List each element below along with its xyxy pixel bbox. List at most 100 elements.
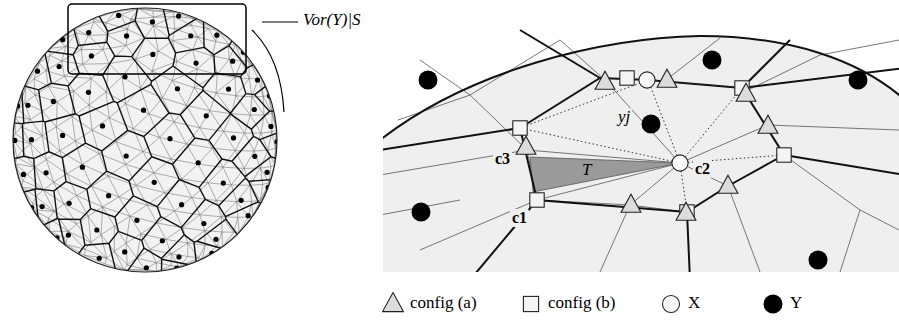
square-marker bbox=[523, 296, 538, 311]
site-dot bbox=[35, 69, 40, 74]
site-dot bbox=[44, 170, 49, 175]
mesh-line bbox=[820, 40, 899, 55]
square-marker bbox=[513, 121, 527, 135]
triangle-marker bbox=[657, 69, 677, 87]
mesh-line bbox=[680, 125, 768, 163]
site-dot bbox=[246, 213, 251, 218]
legend-swatch bbox=[762, 292, 784, 314]
triangle-marker bbox=[736, 83, 756, 101]
y-point bbox=[642, 115, 661, 134]
mesh-line bbox=[420, 200, 537, 250]
site-dot bbox=[97, 256, 102, 261]
y-point bbox=[419, 71, 438, 90]
voronoi-edge bbox=[470, 200, 537, 272]
site-dot bbox=[67, 201, 72, 206]
site-dot bbox=[176, 254, 181, 259]
site-dot bbox=[213, 237, 218, 242]
mesh-line bbox=[470, 40, 560, 95]
markers bbox=[412, 51, 868, 270]
sphere bbox=[8, 3, 298, 277]
site-dot bbox=[204, 113, 209, 118]
site-dot bbox=[252, 107, 257, 112]
triangle-marker bbox=[383, 293, 404, 312]
voronoi-edge bbox=[383, 128, 520, 150]
site-dot bbox=[230, 59, 235, 64]
site-dot bbox=[106, 193, 111, 198]
y-point bbox=[764, 295, 783, 314]
site-dot bbox=[167, 136, 172, 141]
site-dot bbox=[196, 160, 201, 165]
shaded-triangle bbox=[530, 157, 680, 192]
legend-item: config (a) bbox=[382, 292, 477, 314]
legend-item: config (b) bbox=[520, 292, 616, 314]
legend-text: config (b) bbox=[548, 293, 616, 313]
mesh-line bbox=[398, 95, 470, 120]
site-dot bbox=[268, 124, 273, 129]
site-dot bbox=[122, 74, 127, 79]
triangle-marker bbox=[595, 71, 615, 89]
site-dot bbox=[144, 265, 149, 270]
triangle-marker bbox=[758, 115, 778, 133]
legend-text: config (a) bbox=[410, 293, 477, 313]
site-dot bbox=[188, 33, 193, 38]
mesh-line bbox=[728, 186, 760, 272]
site-dot bbox=[51, 99, 56, 104]
site-dot bbox=[25, 103, 30, 108]
site-dot bbox=[86, 90, 91, 95]
mesh-line bbox=[784, 155, 860, 210]
triangle-marker bbox=[676, 202, 696, 220]
legend-text: Y bbox=[790, 293, 802, 313]
dotted-line bbox=[520, 80, 648, 128]
legend-swatch bbox=[660, 292, 682, 314]
site-dot bbox=[255, 77, 260, 82]
legend-swatch bbox=[520, 292, 542, 314]
site-dot bbox=[100, 123, 105, 128]
site-dot bbox=[122, 249, 127, 254]
mesh-line bbox=[840, 210, 860, 272]
square-marker bbox=[777, 148, 791, 162]
point-label: c2 bbox=[693, 160, 712, 178]
site-dot bbox=[221, 180, 226, 185]
y-point bbox=[849, 71, 868, 90]
site-dot bbox=[214, 33, 219, 38]
region-label: Vor(Y)|S bbox=[303, 11, 361, 30]
mesh-line bbox=[600, 205, 630, 272]
zoom-view bbox=[383, 30, 899, 272]
legend-item: X bbox=[660, 292, 700, 314]
x-point bbox=[662, 295, 679, 312]
point-label: T bbox=[582, 161, 591, 180]
y-point bbox=[809, 251, 828, 270]
site-dot bbox=[57, 64, 62, 69]
triangle-marker bbox=[621, 194, 641, 212]
dotted-line bbox=[520, 128, 680, 163]
site-dot bbox=[193, 61, 198, 66]
site-dot bbox=[60, 133, 65, 138]
site-dot bbox=[264, 170, 269, 175]
site-dot bbox=[150, 19, 155, 24]
y-point bbox=[412, 203, 431, 222]
site-dot bbox=[201, 221, 206, 226]
site-dot bbox=[21, 172, 26, 177]
site-dot bbox=[94, 227, 99, 232]
point-label: c3 bbox=[493, 150, 512, 168]
site-dot bbox=[179, 202, 184, 207]
legend-item: Y bbox=[762, 292, 802, 314]
leader-line bbox=[262, 22, 298, 23]
site-dot bbox=[134, 218, 139, 223]
bracket-arc bbox=[252, 30, 284, 112]
site-dot bbox=[116, 13, 121, 18]
point-label: yj bbox=[616, 108, 632, 127]
site-dot bbox=[226, 87, 231, 92]
site-dot bbox=[89, 53, 94, 58]
site-dot bbox=[150, 52, 155, 57]
site-dot bbox=[80, 165, 85, 170]
legend-swatch bbox=[382, 292, 404, 314]
site-dot bbox=[160, 238, 165, 243]
voronoi-lines bbox=[8, 3, 282, 277]
site-dot bbox=[152, 180, 157, 185]
site-dot bbox=[124, 33, 129, 38]
mesh-line bbox=[860, 210, 899, 230]
site-dot bbox=[86, 30, 91, 35]
site-dot bbox=[39, 204, 44, 209]
